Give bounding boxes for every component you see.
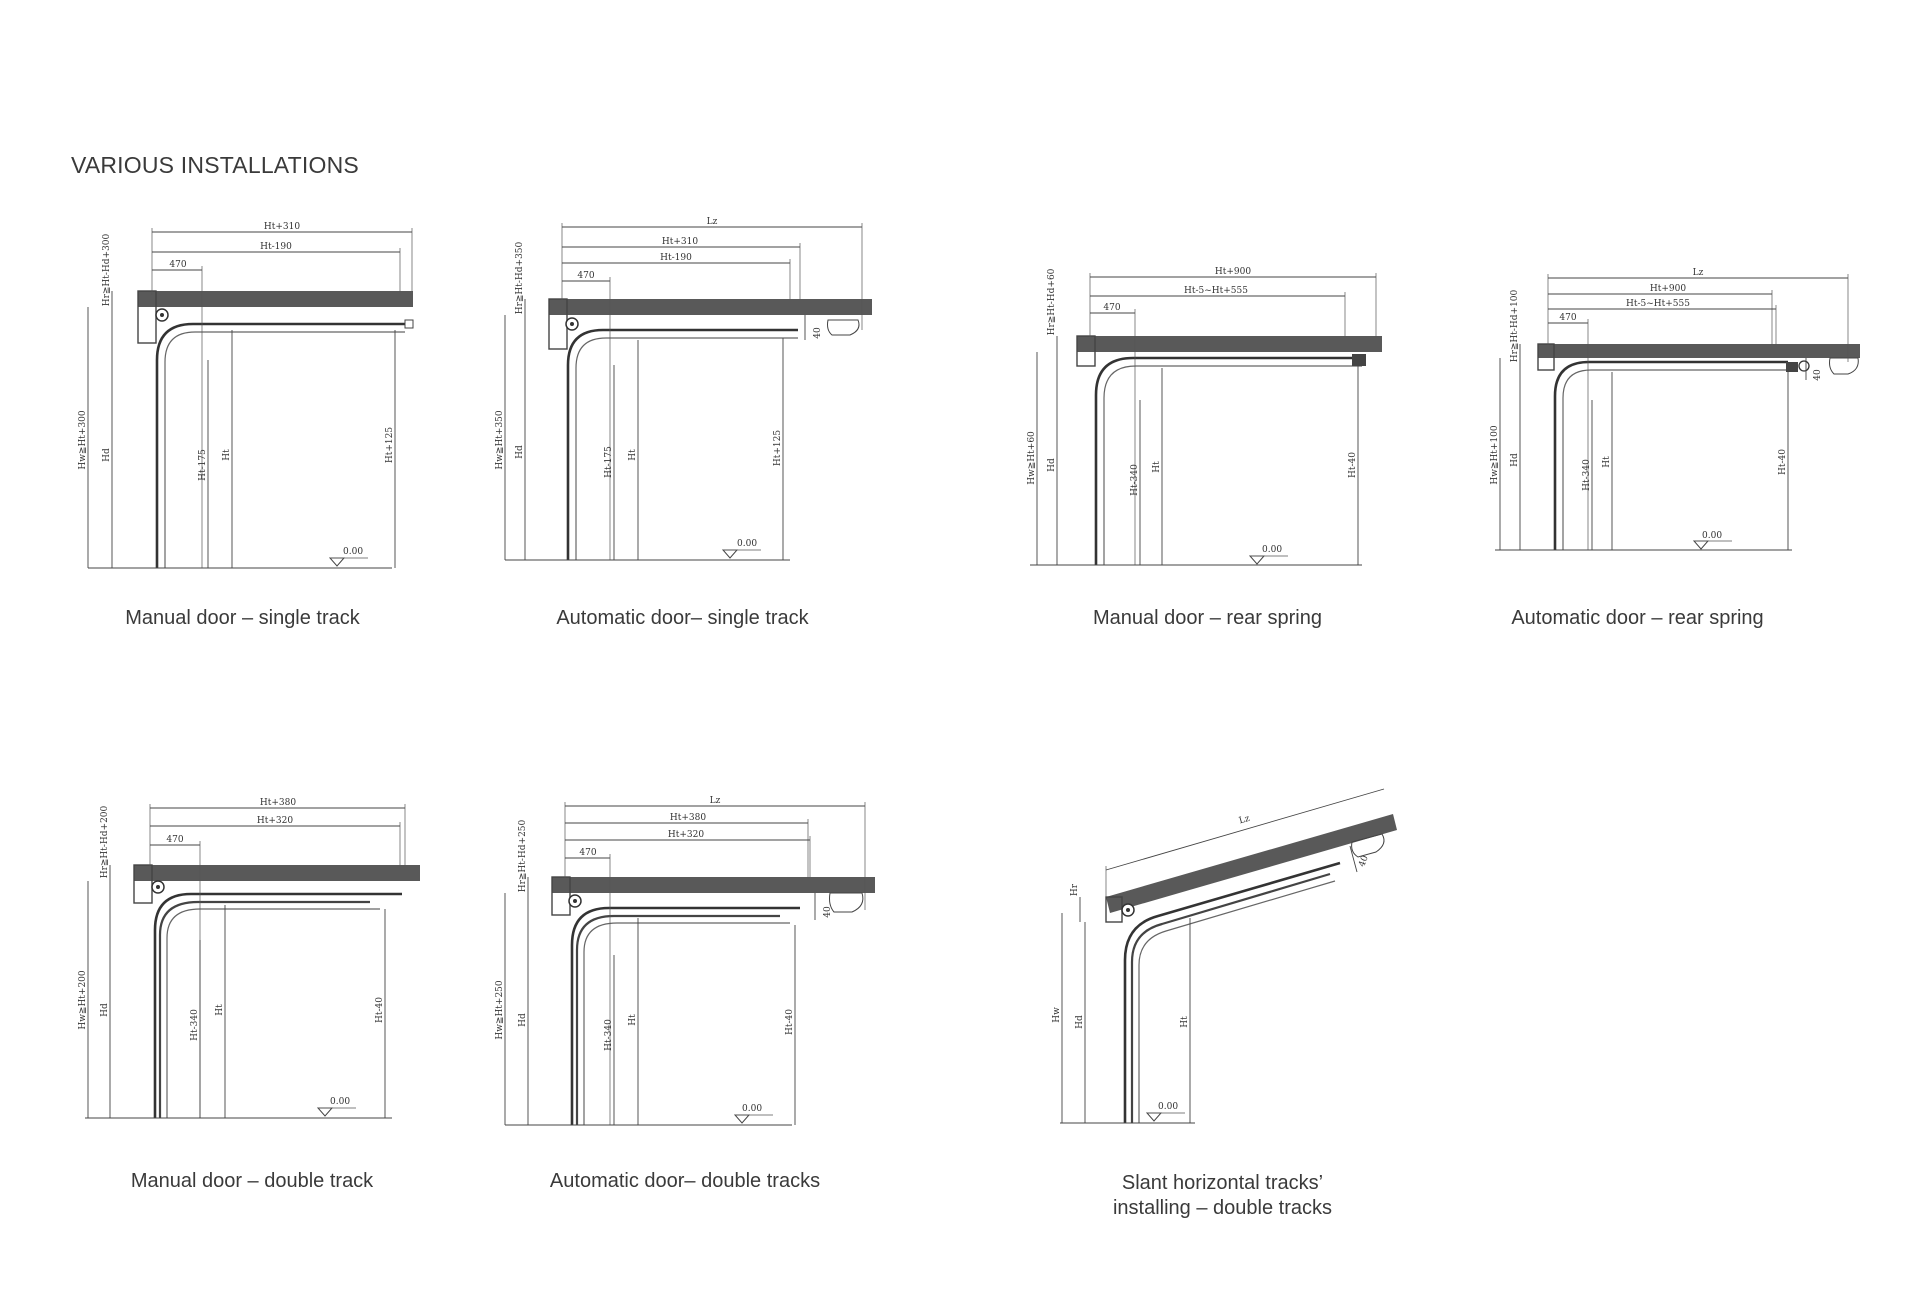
dim-ht: Ht bbox=[628, 1014, 638, 1026]
caption-manual-double-track: Manual door – double track bbox=[130, 1170, 374, 1192]
dim-hw: Hw≧Ht+250 bbox=[495, 980, 505, 1040]
dim-hd: Hd bbox=[1510, 453, 1520, 467]
dim-ht: Ht bbox=[1180, 1016, 1190, 1028]
dim-lz: Lz bbox=[707, 217, 718, 227]
dim-a: Ht-340 bbox=[1130, 464, 1140, 496]
dim-top1: Ht+380 bbox=[670, 813, 706, 823]
page-title: VARIOUS INSTALLATIONS bbox=[71, 152, 359, 178]
dim-top2: Ht-5~Ht+555 bbox=[1184, 286, 1248, 296]
dim-470: 470 bbox=[169, 260, 186, 270]
dim-lz: Lz bbox=[1693, 268, 1704, 278]
dim-a: Ht-340 bbox=[190, 1009, 200, 1041]
dim-top1: Ht+900 bbox=[1215, 267, 1251, 277]
dim-hr: Hr≧Ht-Hd+100 bbox=[1510, 289, 1520, 362]
dim-hw: Hw≧Ht+200 bbox=[78, 970, 88, 1030]
dim-470: 470 bbox=[579, 848, 596, 858]
dim-hd: Hd bbox=[518, 1013, 528, 1027]
dim-a: Ht-175 bbox=[604, 446, 614, 478]
dim-470: 470 bbox=[1559, 313, 1576, 323]
dim-ht: Ht bbox=[1602, 456, 1612, 468]
dim-a: Ht-175 bbox=[198, 449, 208, 481]
dim-c: 40 bbox=[1357, 854, 1370, 868]
dim-ht: Ht bbox=[222, 449, 232, 461]
drawing-manual-double-track: Ht+380 Ht+320 470 Hr≧Ht-Hd+200 Hw≧Ht+200… bbox=[78, 798, 420, 1119]
dim-c: 40 bbox=[823, 906, 833, 918]
dim-hd: Hd bbox=[1075, 1015, 1085, 1029]
drawing-manual-single-track: Ht+310 Ht-190 470 Hr≧Ht-Hd+300 Hw≧Ht+300… bbox=[78, 222, 414, 569]
caption-manual-single-track: Manual door – single track bbox=[125, 607, 360, 629]
dim-470: 470 bbox=[1103, 303, 1120, 313]
drawing-automatic-rear-spring: Lz Ht+900 Ht-5~Ht+555 470 Hr≧Ht-Hd+100 H… bbox=[1490, 268, 1860, 551]
dim-hr: Hr bbox=[1070, 883, 1080, 896]
drawing-slant-double-tracks: Lz Hr Hw Hd Ht 40 0.00 bbox=[1052, 788, 1397, 1124]
dim-b: Ht-40 bbox=[785, 1009, 795, 1035]
dim-lz: Lz bbox=[710, 796, 721, 806]
dim-hr: Hr≧Ht-Hd+200 bbox=[100, 805, 110, 878]
dim-hr: Hr≧Ht-Hd+300 bbox=[102, 233, 112, 306]
dim-b: Ht-40 bbox=[1348, 452, 1358, 478]
dim-hw: Hw≧Ht+60 bbox=[1027, 431, 1037, 485]
dim-hr: Hr≧Ht-Hd+60 bbox=[1047, 268, 1057, 335]
caption-slant-line1: Slant horizontal tracks’ bbox=[1121, 1172, 1324, 1194]
dim-top1: Ht+380 bbox=[260, 798, 296, 808]
dim-c: 40 bbox=[813, 327, 823, 339]
caption-manual-rear-spring: Manual door – rear spring bbox=[1092, 607, 1322, 629]
dim-hd: Hd bbox=[100, 1003, 110, 1017]
dim-b: Ht-40 bbox=[1778, 449, 1788, 475]
dim-470: 470 bbox=[166, 835, 183, 845]
dim-lz: Lz bbox=[1238, 814, 1251, 827]
dim-top2: Ht+320 bbox=[257, 816, 293, 826]
dim-top2: Ht+320 bbox=[668, 830, 704, 840]
drawing-manual-rear-spring: Ht+900 Ht-5~Ht+555 470 Hr≧Ht-Hd+60 Hw≧Ht… bbox=[1027, 267, 1382, 566]
caption-automatic-rear-spring: Automatic door – rear spring bbox=[1511, 607, 1764, 629]
level-mark: 0.00 bbox=[737, 539, 757, 549]
dim-470: 470 bbox=[577, 271, 594, 281]
dim-hd: Hd bbox=[1047, 458, 1057, 472]
caption-slant-line2: installing – double tracks bbox=[1112, 1197, 1332, 1219]
dim-hw: Hw≧Ht+100 bbox=[1490, 425, 1500, 485]
level-mark: 0.00 bbox=[1262, 545, 1282, 555]
level-mark: 0.00 bbox=[343, 547, 363, 557]
dim-b: Ht+125 bbox=[773, 430, 783, 466]
level-mark: 0.00 bbox=[330, 1097, 350, 1107]
dim-hr: Hr≧Ht-Hd+350 bbox=[515, 241, 525, 314]
dim-hd: Hd bbox=[515, 445, 525, 459]
level-mark: 0.00 bbox=[1702, 531, 1722, 541]
dim-top1: Ht+310 bbox=[662, 237, 698, 247]
dim-top2: Ht-5~Ht+555 bbox=[1626, 299, 1690, 309]
dim-top2: Ht-190 bbox=[660, 253, 692, 263]
dim-hw: Hw≧Ht+350 bbox=[495, 410, 505, 470]
dim-c: 40 bbox=[1813, 369, 1823, 381]
level-mark: 0.00 bbox=[1158, 1102, 1178, 1112]
dim-b: Ht-40 bbox=[375, 997, 385, 1023]
caption-automatic-double-tracks: Automatic door– double tracks bbox=[549, 1170, 821, 1192]
dim-ht: Ht bbox=[215, 1004, 225, 1016]
dim-hw: Hw≧Ht+300 bbox=[78, 410, 88, 470]
drawing-automatic-single-track: Lz Ht+310 Ht-190 470 Hr≧Ht-Hd+350 Hw≧Ht+… bbox=[495, 217, 872, 561]
dim-hr: Hr≧Ht-Hd+250 bbox=[518, 819, 528, 892]
dim-b: Ht+125 bbox=[385, 427, 395, 463]
dim-hw: Hw bbox=[1052, 1007, 1062, 1023]
dim-hd: Hd bbox=[102, 448, 112, 462]
dim-ht: Ht bbox=[628, 449, 638, 461]
dim-a: Ht-340 bbox=[1582, 459, 1592, 491]
caption-automatic-single-track: Automatic door– single track bbox=[556, 607, 809, 629]
dim-a: Ht-340 bbox=[604, 1019, 614, 1051]
drawing-automatic-double-tracks: Lz Ht+380 Ht+320 470 Hr≧Ht-Hd+250 Hw≧Ht+… bbox=[495, 796, 875, 1126]
level-mark: 0.00 bbox=[742, 1104, 762, 1114]
dim-top2: Ht-190 bbox=[260, 242, 292, 252]
dim-ht: Ht bbox=[1152, 461, 1162, 473]
dim-top1: Ht+310 bbox=[264, 222, 300, 232]
dim-top1: Ht+900 bbox=[1650, 284, 1686, 294]
